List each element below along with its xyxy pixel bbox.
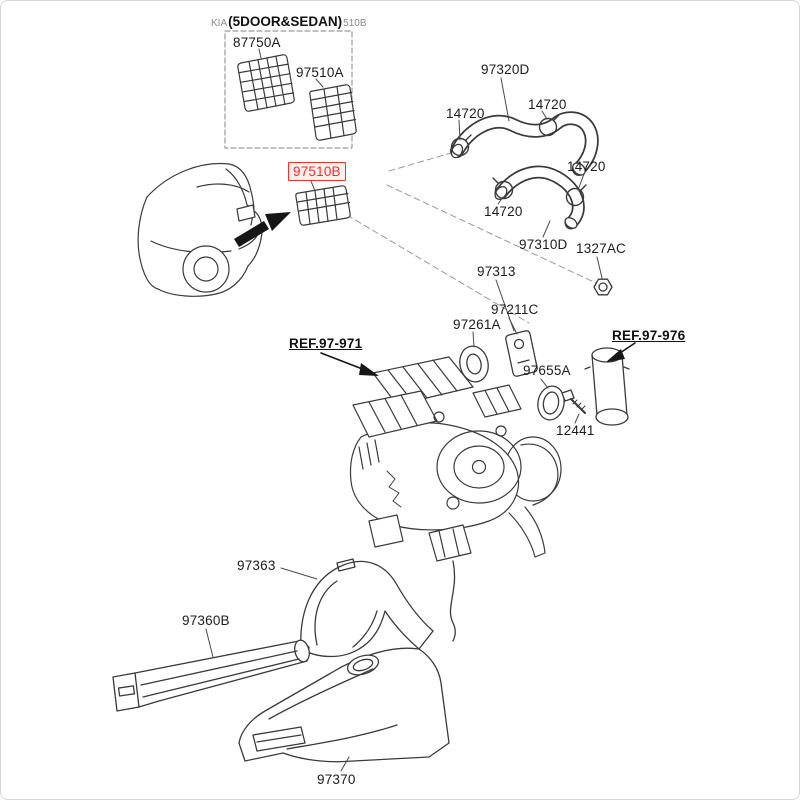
bracket-97211C — [505, 330, 538, 377]
car-rear-sketch — [137, 162, 291, 297]
part-label-87750A[interactable]: 87750A — [233, 35, 281, 50]
caption-prefix: KIA — [211, 18, 228, 29]
caption-title: (5DOOR&SEDAN) — [228, 14, 343, 29]
part-label-97370[interactable]: 97370 — [317, 772, 356, 787]
duct-97360B — [112, 639, 310, 712]
part-label-12441[interactable]: 12441 — [556, 423, 595, 438]
nut-1327AC — [593, 278, 613, 296]
part-label-14720-2[interactable]: 14720 — [528, 97, 567, 112]
part-label-97510B[interactable]: 97510B — [288, 162, 346, 181]
diagram-caption: KIA(5DOOR&SEDAN)510B — [211, 13, 367, 31]
leader-lines — [205, 48, 603, 772]
part-label-REF97971[interactable]: REF.97-971 — [289, 336, 363, 351]
part-drawing-97510A — [309, 84, 357, 141]
seal-97655A — [537, 385, 565, 421]
bolt-12441 — [561, 389, 586, 414]
part-label-97363[interactable]: 97363 — [237, 558, 276, 573]
part-label-97313[interactable]: 97313 — [477, 264, 516, 279]
part-label-14720-3[interactable]: 14720 — [567, 159, 606, 174]
caption-suffix: 510B — [343, 18, 367, 29]
part-label-97655A[interactable]: 97655A — [523, 363, 571, 378]
option-box — [224, 30, 353, 149]
duct-97370 — [238, 647, 450, 763]
part-label-97360B[interactable]: 97360B — [182, 613, 230, 628]
duct-97363 — [300, 558, 434, 658]
hose-97310D — [494, 165, 585, 230]
heater-hoses — [450, 111, 599, 230]
hvac-unit — [349, 356, 562, 642]
side-duct-assembly — [537, 347, 630, 426]
part-label-14720-1[interactable]: 14720 — [446, 106, 485, 121]
part-label-97510A[interactable]: 97510A — [296, 65, 344, 80]
part-drawing-97510B — [295, 185, 351, 226]
part-drawing-87750A — [237, 54, 295, 112]
part-label-14720-4[interactable]: 14720 — [484, 204, 523, 219]
part-label-97310D[interactable]: 97310D — [519, 237, 568, 252]
part-label-1327AC[interactable]: 1327AC — [576, 241, 626, 256]
ref-arrows — [320, 342, 636, 376]
alignment-guides — [346, 152, 597, 324]
part-label-97211C[interactable]: 97211C — [491, 302, 539, 317]
hose-clamps-14720 — [450, 114, 587, 207]
part-label-97320D[interactable]: 97320D — [481, 62, 530, 77]
part-label-REF97976[interactable]: REF.97-976 — [612, 328, 686, 343]
grommet-97261A — [459, 345, 489, 383]
part-label-97261A[interactable]: 97261A — [453, 317, 501, 332]
